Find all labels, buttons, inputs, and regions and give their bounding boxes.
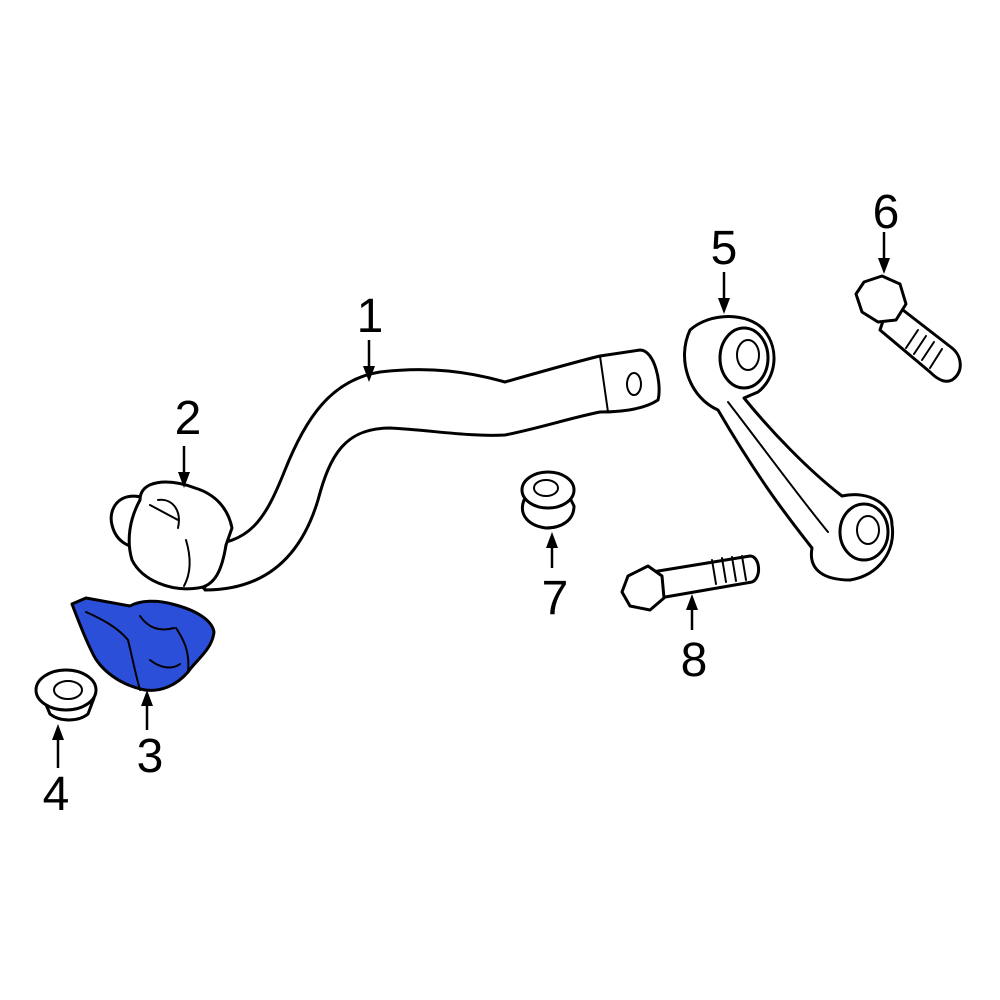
callout-1: 1 bbox=[357, 290, 384, 343]
bushing-bracket[interactable] bbox=[70, 596, 216, 692]
bolt-lower[interactable] bbox=[620, 554, 760, 612]
callout-6: 6 bbox=[873, 186, 900, 239]
leader-1 bbox=[363, 340, 375, 382]
callout-4: 4 bbox=[43, 768, 70, 821]
stabilizer-bar[interactable] bbox=[192, 348, 661, 592]
callout-2: 2 bbox=[175, 392, 202, 445]
leader-3 bbox=[141, 690, 153, 730]
bracket-body bbox=[70, 596, 216, 692]
callout-3: 3 bbox=[137, 730, 164, 783]
leader-6 bbox=[878, 232, 890, 274]
bolt-upper[interactable] bbox=[854, 274, 962, 383]
callout-5: 5 bbox=[711, 222, 738, 275]
bar-bushing[interactable] bbox=[109, 480, 234, 591]
leader-5 bbox=[718, 272, 730, 314]
leader-8 bbox=[686, 594, 698, 630]
nut-center[interactable] bbox=[520, 470, 576, 530]
stabilizer-link[interactable] bbox=[683, 315, 895, 582]
callout-7: 7 bbox=[542, 572, 569, 625]
callout-8: 8 bbox=[681, 634, 708, 687]
leader-4 bbox=[52, 724, 64, 768]
nut-left[interactable] bbox=[34, 668, 98, 722]
leader-7 bbox=[546, 532, 558, 568]
leader-2 bbox=[178, 446, 190, 488]
